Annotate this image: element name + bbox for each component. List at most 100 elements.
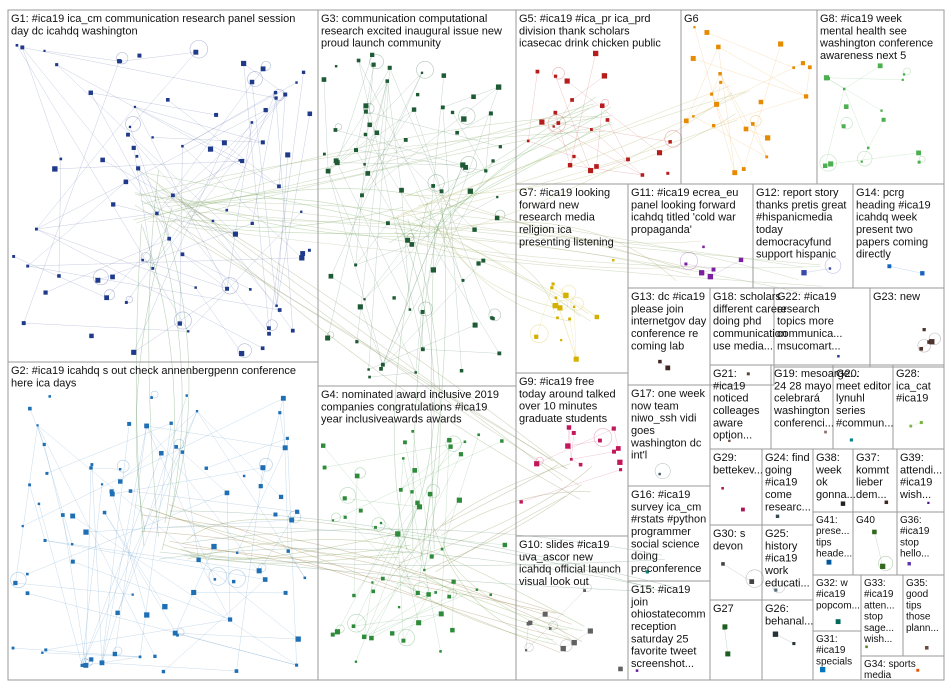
edge bbox=[279, 95, 285, 187]
edge bbox=[73, 516, 297, 665]
inter-group-edge bbox=[187, 519, 422, 540]
node bbox=[606, 118, 610, 122]
node bbox=[492, 317, 495, 320]
node bbox=[61, 513, 65, 517]
group-label-line: directly bbox=[856, 249, 891, 261]
node bbox=[43, 50, 45, 52]
edge bbox=[15, 583, 132, 595]
node bbox=[409, 308, 412, 311]
self-loop bbox=[209, 567, 227, 585]
node bbox=[828, 161, 833, 166]
group-label-g6: G6 bbox=[684, 13, 699, 25]
node bbox=[902, 79, 904, 81]
node bbox=[616, 446, 621, 451]
node bbox=[48, 395, 51, 398]
group-label-g40: G40 bbox=[856, 515, 875, 526]
group-label-line: wish... bbox=[899, 489, 931, 501]
node bbox=[565, 443, 570, 448]
node bbox=[749, 579, 754, 584]
node bbox=[119, 468, 121, 470]
group-label-line: lynuhl bbox=[836, 393, 865, 405]
self-loop bbox=[248, 72, 263, 87]
group-label-line: celebrará bbox=[774, 393, 821, 405]
node bbox=[402, 457, 404, 459]
group-label-g13: G13: dc #ica19please joininternetgov day… bbox=[631, 291, 707, 352]
node bbox=[132, 146, 136, 150]
node bbox=[257, 568, 262, 573]
node bbox=[759, 100, 763, 104]
node bbox=[331, 633, 335, 637]
inter-group-edge bbox=[136, 224, 144, 546]
node bbox=[129, 489, 133, 493]
node bbox=[431, 267, 436, 272]
edge bbox=[102, 424, 129, 663]
group-label-line: G1: #ica19 ica_cm communication research… bbox=[11, 13, 295, 25]
node bbox=[415, 501, 419, 505]
group-label-g32: G32: w#ica19popcom... bbox=[816, 578, 860, 611]
node bbox=[169, 422, 172, 425]
node bbox=[136, 166, 140, 170]
group-label-line: G8: #ica19 week bbox=[820, 13, 902, 25]
group-label-line: doing bbox=[631, 551, 658, 563]
node bbox=[923, 328, 926, 331]
node bbox=[110, 275, 115, 280]
edge bbox=[17, 45, 188, 331]
node bbox=[89, 466, 92, 469]
node bbox=[214, 113, 218, 117]
node bbox=[617, 460, 622, 465]
group-label-g41: G41:prese...tipsheade... bbox=[816, 515, 852, 560]
group-label-line: kommt bbox=[856, 464, 889, 476]
node bbox=[162, 604, 167, 609]
node bbox=[263, 577, 268, 582]
node bbox=[824, 431, 827, 434]
node bbox=[837, 355, 839, 357]
node bbox=[343, 496, 347, 500]
group-label-line: join bbox=[630, 596, 648, 608]
node bbox=[355, 661, 357, 663]
group-label-line: behanal... bbox=[765, 615, 813, 627]
node bbox=[81, 664, 84, 667]
group-label-line: G3: communication computational bbox=[321, 13, 487, 25]
node bbox=[708, 274, 713, 279]
node bbox=[489, 593, 492, 596]
node bbox=[519, 500, 522, 503]
node bbox=[365, 171, 370, 176]
node bbox=[296, 636, 301, 641]
node bbox=[457, 498, 462, 503]
group-label-line: G37: bbox=[856, 452, 880, 464]
node bbox=[181, 450, 184, 453]
group-label-line: programmer bbox=[631, 526, 691, 538]
node bbox=[641, 173, 645, 177]
group-label-line: G2: #ica19 icahdq s out check annenbergp… bbox=[11, 365, 296, 377]
node bbox=[360, 193, 364, 197]
node bbox=[539, 119, 544, 124]
group-label-line: G40 bbox=[856, 515, 875, 526]
node bbox=[124, 180, 129, 185]
node bbox=[732, 170, 737, 175]
node bbox=[103, 511, 107, 515]
edge bbox=[443, 87, 499, 107]
group-label-line: heade... bbox=[816, 549, 852, 560]
group-label-line: week bbox=[815, 464, 842, 476]
group-label-line: G29: bbox=[713, 452, 737, 464]
node bbox=[710, 93, 713, 96]
node bbox=[657, 150, 662, 155]
group-label-line: history bbox=[765, 540, 798, 552]
node bbox=[497, 351, 501, 355]
group-label-layer: G1: #ica19 ica_cm communication research… bbox=[11, 13, 942, 681]
node bbox=[534, 335, 538, 339]
node bbox=[359, 509, 363, 513]
group-label-g8: G8: #ica19 weekmental health seewashingt… bbox=[819, 13, 933, 62]
group-label-line: democracyfund bbox=[756, 236, 831, 248]
group-label-g38: G38:weekokgonna... bbox=[815, 452, 856, 501]
node bbox=[841, 501, 845, 505]
self-loop bbox=[259, 458, 272, 471]
node bbox=[553, 111, 557, 115]
group-label-line: colleages bbox=[713, 405, 760, 417]
self-loop bbox=[267, 320, 278, 331]
group-label-line: G36: bbox=[900, 515, 922, 526]
group-label-line: #ica19 bbox=[900, 477, 932, 489]
edge bbox=[91, 468, 120, 469]
group-label-g15: G15: #ica19joinohiostatecommreceptionsat… bbox=[630, 584, 706, 670]
node bbox=[773, 631, 778, 636]
